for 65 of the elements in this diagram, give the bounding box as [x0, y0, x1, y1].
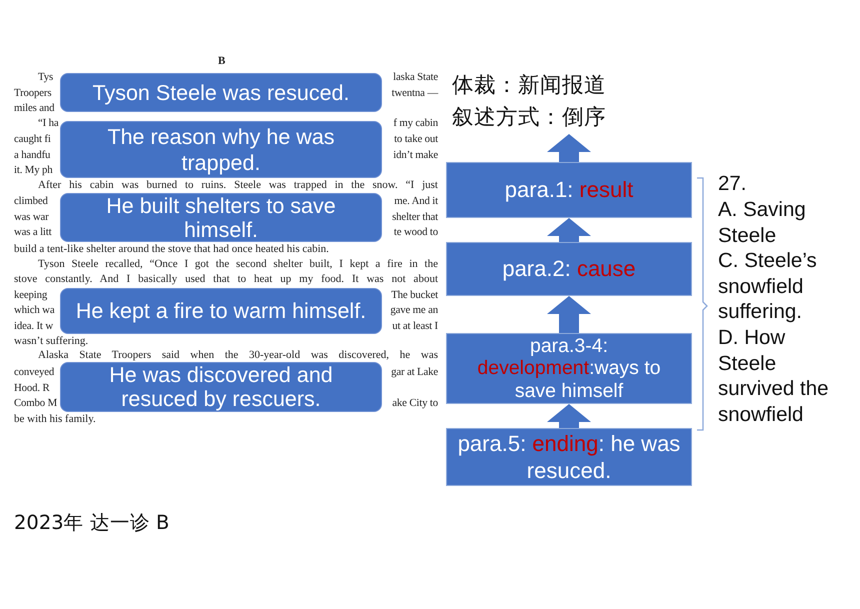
section-letter: B	[218, 55, 226, 68]
article-text: climbed	[14, 194, 48, 208]
article-text: caught fi	[14, 132, 51, 146]
article-text: be with his family.	[14, 412, 96, 426]
paragraph-label: para.5: ending: he was resuced.	[456, 430, 682, 484]
article-text: idea. It w	[14, 320, 53, 332]
article-text: “I ha	[38, 116, 59, 130]
article-text: miles and	[14, 102, 54, 114]
article-text: keeping	[14, 288, 48, 302]
question-number: 27.	[718, 171, 748, 197]
article-text: conveyed	[14, 366, 54, 378]
block-arrow	[547, 404, 591, 428]
paragraph-box	[446, 242, 692, 296]
summary-box	[60, 362, 382, 412]
summary-text: The reason why he was trapped.	[106, 124, 336, 176]
article-text: shelter that	[392, 210, 438, 224]
block-arrow	[547, 134, 591, 162]
article-text: laska State	[393, 70, 438, 84]
paragraph-label: para.1: result	[504, 177, 634, 203]
article-text: it. My ph	[14, 164, 53, 176]
summary-text: He was discovered and resuced by rescuers.	[108, 363, 334, 411]
block-arrow	[547, 296, 591, 333]
article-text: wasn’t suffering.	[14, 334, 88, 348]
paragraph-box	[446, 162, 692, 218]
article-text: was war	[14, 210, 49, 224]
article-text: which wa	[14, 304, 54, 316]
article-text: gave me an	[390, 304, 438, 316]
heading-text: 体裁：新闻报道	[452, 72, 606, 100]
answer-option: A. Saving Steele	[718, 197, 842, 248]
summary-box	[60, 73, 382, 112]
source-note: 2023年 达一诊 B	[14, 511, 170, 535]
answer-option: C. Steele’s snowfield suffering.	[718, 248, 842, 325]
summary-text: Tyson Steele was resuced.	[92, 80, 350, 106]
article-text: was a litt	[14, 226, 52, 238]
paragraph-box	[446, 333, 692, 404]
summary-box	[60, 288, 382, 334]
article-text: Troopers	[14, 86, 52, 100]
article-text: a handfu	[14, 148, 50, 162]
article-text: After his cabin was burned to ruins. Steele was trapped in the snow. “I just	[38, 178, 438, 192]
article-text: f my cabin	[393, 116, 438, 130]
article-text: Tyson Steele recalled, “Once I got the second shelter built, I kept a fire in the	[38, 258, 438, 270]
article-text: to take out	[394, 132, 438, 146]
article-text: Alaska State Troopers said when the 30-year-old was discovered, he was	[38, 348, 438, 362]
article-text: gar at Lake	[391, 366, 438, 378]
article-text: build a tent-like shelter around the stove that had once heated his cabin.	[14, 242, 329, 256]
article-text: Hood. R	[14, 382, 50, 394]
summary-box	[60, 193, 382, 242]
summary-box	[60, 121, 382, 178]
article-text: me. And it	[394, 194, 438, 208]
article-text: ut at least I	[392, 320, 438, 332]
paragraph-label: para.2: cause	[502, 256, 636, 282]
article-text: Tys	[38, 70, 53, 84]
article-text: Combo M	[14, 396, 58, 410]
summary-text: He kept a fire to warm himself.	[76, 298, 366, 324]
article-text: ake City to	[392, 396, 438, 410]
article-text: idn’t make	[393, 148, 438, 162]
answer-option: D. How Steele survived the snowfield	[718, 325, 842, 428]
block-arrow	[547, 218, 591, 242]
article-text: stove constantly. And I basically used that to heat up my food. It was not about	[14, 272, 438, 286]
article-text: te wood to	[394, 226, 438, 238]
article-text: twentna —	[392, 86, 438, 100]
summary-text: He built shelters to save himself.	[105, 194, 337, 242]
paragraph-label: para.3-4: development:ways to save himself	[476, 334, 662, 402]
heading-text: 叙述方式：倒序	[452, 104, 606, 132]
article-text: The bucket	[391, 288, 438, 302]
